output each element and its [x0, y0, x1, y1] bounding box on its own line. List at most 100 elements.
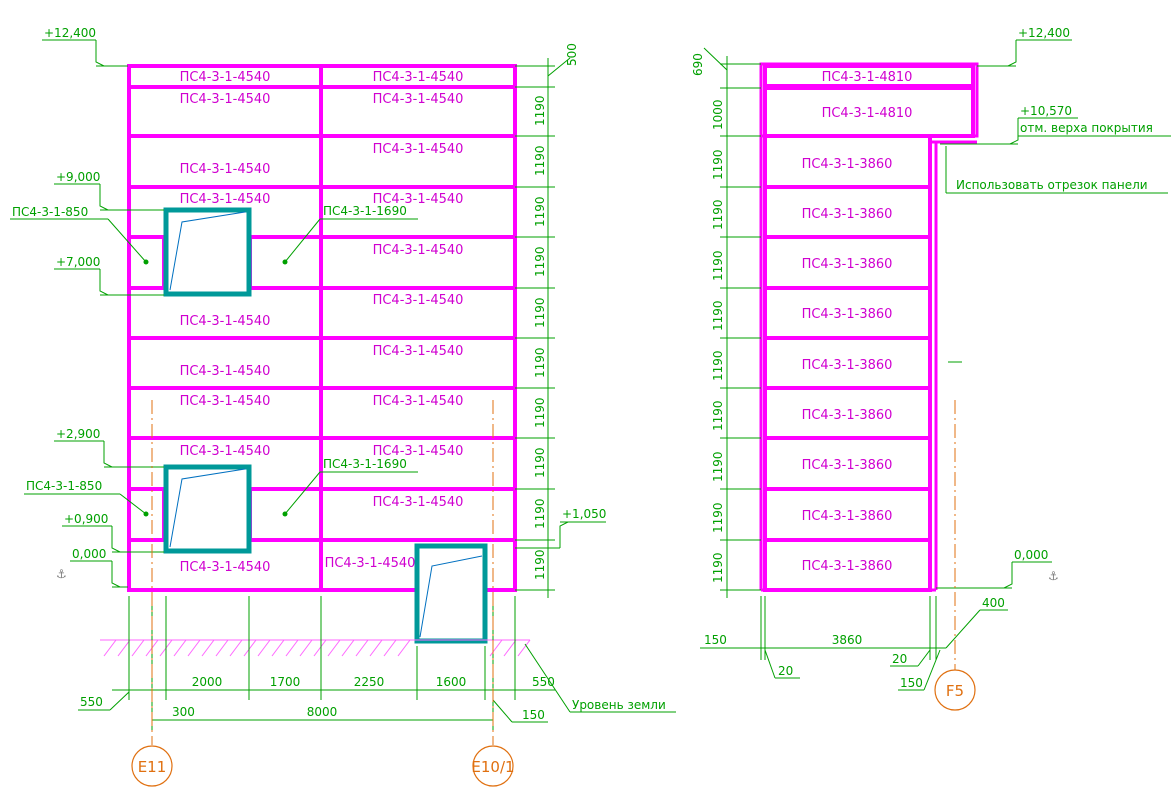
panel-label: ПС4-3-1-4540: [373, 243, 464, 258]
dim-label: 400: [982, 596, 1005, 610]
panel-label: ПС4-3-1-3860: [802, 408, 893, 423]
dim-label: 300: [172, 705, 195, 719]
callout-label: ПС4-3-1-850: [12, 205, 88, 219]
door: [414, 543, 488, 644]
dim-label: 1000: [711, 99, 725, 130]
panel-label: ПС4-3-1-3860: [802, 458, 893, 473]
left-elevation: ПС4-3-1-4540 ПС4-3-1-4540 ПС4-3-1-4540 П…: [10, 26, 676, 787]
panel-label: ПС4-3-1-3860: [802, 207, 893, 222]
panel-label: ПС4-3-1-4540: [373, 293, 464, 308]
callout-1690-lower: ПС4-3-1-1690: [282, 457, 418, 517]
panel-label: ПС4-3-1-4540: [373, 495, 464, 510]
dim-label: 1190: [711, 199, 725, 230]
ground-label: Уровень земли: [572, 698, 666, 712]
dim-label: 2000: [192, 675, 223, 689]
level-label: 0,000: [72, 547, 106, 561]
panel-label: ПС4-3-1-4540: [373, 92, 464, 107]
panel-label: ПС4-3-1-4540: [325, 556, 416, 571]
panel-label: ПС4-3-1-3860: [802, 509, 893, 524]
panel-label: ПС4-3-1-4540: [373, 394, 464, 409]
panel-label: ПС4-3-1-4540: [180, 162, 271, 177]
level-markers-left: +12,400 +9,000 +7,000 +2,900 +0,900 0,00…: [42, 26, 164, 588]
panel-label: ПС4-3-1-4540: [180, 560, 271, 575]
panel-label: ПС4-3-1-4810: [822, 106, 913, 121]
panel-label: ПС4-3-1-4540: [373, 70, 464, 85]
ground-hatch: Уровень земли: [100, 639, 676, 713]
panel-label: ПС4-3-1-4810: [822, 70, 913, 85]
panel-label: ПС4-3-1-4540: [180, 70, 271, 85]
dim-label: 1190: [711, 400, 725, 431]
dim-label: 1190: [711, 149, 725, 180]
panel-label: ПС4-3-1-4540: [180, 314, 271, 329]
window-upper: [163, 207, 252, 297]
panel-label: ПС4-3-1-3860: [802, 358, 893, 373]
dim-label: 150: [900, 676, 923, 690]
right-horizontal-dims: 150 3860 20 20 150 400: [700, 596, 1008, 691]
cut-note: Использовать отрезок панели: [956, 178, 1148, 192]
axis-e11: E11: [131, 400, 173, 787]
dim-label: 1190: [711, 350, 725, 381]
right-column-labels: ПС4-3-1-4540 ПС4-3-1-4540 ПС4-3-1-4540 П…: [325, 70, 464, 571]
level-markers-right: +12,400 +10,570 отм. верха покрытия Испо…: [936, 26, 1171, 589]
level-label: +1,050: [562, 507, 606, 521]
dim-label: 1190: [533, 145, 547, 176]
axis-e10-1: E10/1: [471, 400, 515, 787]
dim-label: 150: [704, 633, 727, 647]
dim-label: 1190: [533, 246, 547, 277]
dim-label: 1190: [533, 297, 547, 328]
window-lower: [163, 464, 252, 554]
dim-label: 500: [565, 43, 579, 66]
level-label: +0,900: [64, 512, 108, 526]
callout-850-lower: ПС4-3-1-850: [24, 479, 149, 517]
right-panel-column: [759, 64, 977, 592]
dim-label: 1190: [711, 552, 725, 583]
right-vertical-dims: 690 1000 1190 1190 1190 1190 1190 1190 1…: [691, 47, 761, 598]
level-label: +12,400: [1018, 26, 1070, 40]
dim-label: 1190: [711, 250, 725, 281]
panel-label: ПС4-3-1-3860: [802, 559, 893, 574]
left-vertical-dims: 500 1190 1190 1190 1190 1190 1190 1190 1…: [515, 43, 606, 598]
panel-label: ПС4-3-1-3860: [802, 257, 893, 272]
panel-label: ПС4-3-1-4540: [180, 394, 271, 409]
callout-850-upper: ПС4-3-1-850: [10, 205, 149, 265]
dim-label: 1600: [436, 675, 467, 689]
axis-label: E10/1: [471, 758, 514, 776]
left-column-labels: ПС4-3-1-4540 ПС4-3-1-4540 ПС4-3-1-4540 П…: [180, 70, 271, 575]
dim-label: 3860: [832, 633, 863, 647]
dim-label: 150: [522, 708, 545, 722]
panel-label: ПС4-3-1-4540: [373, 344, 464, 359]
axis-f5: F5: [934, 361, 976, 711]
level-label: +9,000: [56, 170, 100, 184]
anchor-icon: ⚓: [56, 567, 67, 581]
callout-label: ПС4-3-1-1690: [323, 457, 407, 471]
dim-label: 20: [892, 652, 907, 666]
dim-label: 690: [691, 53, 705, 76]
panel-label: ПС4-3-1-3860: [802, 157, 893, 172]
dim-label: 550: [80, 695, 103, 709]
level-label: +2,900: [56, 427, 100, 441]
axis-label: E11: [138, 758, 167, 776]
level-label: +10,570: [1020, 104, 1072, 118]
dim-label: 1190: [533, 347, 547, 378]
panel-label: ПС4-3-1-3860: [802, 307, 893, 322]
panel-label: ПС4-3-1-4540: [373, 142, 464, 157]
callout-label: ПС4-3-1-1690: [323, 204, 407, 218]
dim-label: 1700: [270, 675, 301, 689]
panel-label: ПС4-3-1-4540: [180, 364, 271, 379]
level-label: 0,000: [1014, 548, 1048, 562]
panel-label: ПС4-3-1-4540: [180, 192, 271, 207]
roof-note: отм. верха покрытия: [1020, 121, 1153, 135]
callout-label: ПС4-3-1-850: [26, 479, 102, 493]
level-label: +7,000: [56, 255, 100, 269]
right-elevation: ПС4-3-1-4810 ПС4-3-1-4810 ПС4-3-1-3860 П…: [691, 26, 1171, 711]
dim-label: 1190: [711, 502, 725, 533]
dim-label: 1190: [533, 549, 547, 580]
dim-label: 1190: [533, 196, 547, 227]
dim-label: 550: [532, 675, 555, 689]
axis-label: F5: [946, 682, 964, 700]
panel-label: ПС4-3-1-4540: [373, 444, 464, 459]
dim-label: 2250: [354, 675, 385, 689]
dim-label: 1190: [533, 397, 547, 428]
dim-label: 1190: [533, 498, 547, 529]
